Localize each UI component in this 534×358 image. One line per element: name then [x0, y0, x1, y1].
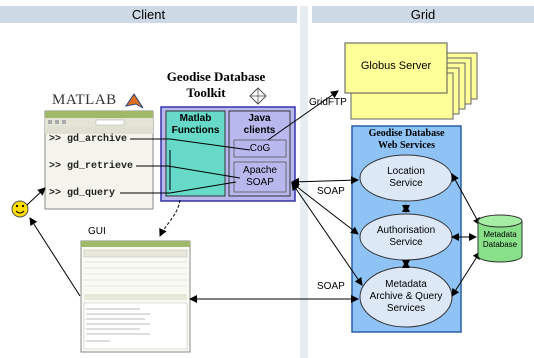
authorisation-service-line2: Service — [389, 237, 423, 248]
toolkit-title-line1: Geodise Database — [166, 69, 266, 84]
prompt: >> — [49, 134, 62, 145]
authorisation-service-label: Authorisation Service — [360, 225, 452, 249]
metadata-database-line2: Database — [482, 240, 518, 249]
metadata-service-line1: Metadata — [385, 279, 427, 290]
authorisation-service-line1: Authorisation — [376, 225, 436, 236]
command-gd-archive: >> gd_archive — [49, 134, 127, 145]
command-text: gd_archive — [67, 134, 128, 145]
apache-soap-line2: SOAP — [246, 177, 274, 188]
java-clients-label: Java clients — [229, 113, 290, 137]
matlab-functions-line1: Matlab — [179, 113, 212, 124]
matlab-functions-box — [165, 110, 226, 197]
java-clients-line2: clients — [243, 125, 276, 136]
toolkit-diamond-icon — [249, 87, 267, 105]
metadata-service-label: Metadata Archive & Query Services — [360, 279, 452, 315]
client-header-label: Client — [131, 7, 166, 22]
apache-soap-label: Apache SOAP — [234, 165, 286, 189]
metadata-service-line3: Services — [386, 303, 426, 314]
location-service-line2: Service — [389, 178, 423, 189]
location-service-label: Location Service — [360, 166, 452, 190]
metadata-database-line1: Metadata — [483, 230, 517, 239]
soap-label-gui: SOAP — [317, 281, 345, 292]
apache-soap-line1: Apache — [243, 165, 277, 176]
soap-label-toolkit: SOAP — [317, 186, 345, 197]
gui-window — [80, 240, 191, 353]
toolkit-title: Geodise Database Toolkit — [156, 69, 276, 101]
grid-header: Grid — [312, 6, 534, 23]
command-gd-query: >> gd_query — [49, 188, 115, 199]
command-gd-retrieve: >> gd_retrieve — [49, 161, 133, 172]
gui-label: GUI — [88, 226, 106, 237]
metadata-database-label: Metadata Database — [478, 230, 522, 250]
prompt: >> — [49, 188, 62, 199]
metadata-database-cylinder — [477, 214, 523, 263]
metadata-service-line2: Archive & Query — [369, 291, 443, 302]
grid-header-label: Grid — [410, 7, 436, 22]
user-smiley-icon — [11, 200, 29, 218]
command-text: gd_query — [67, 188, 116, 199]
globus-server-stack — [344, 42, 478, 120]
cog-label: CoG — [249, 143, 271, 154]
matlab-logo-icon — [124, 93, 144, 109]
globus-server-label: Globus Server — [360, 60, 432, 72]
cog-box — [233, 139, 287, 158]
web-services-title: Geodise Database Web Services — [352, 128, 461, 152]
web-services-title-line2: Web Services — [378, 140, 435, 151]
toolkit-title-line2: Toolkit — [186, 85, 226, 100]
command-text: gd_retrieve — [67, 161, 134, 172]
matlab-functions-line2: Functions — [171, 125, 220, 136]
gridftp-label: GridFTP — [309, 97, 347, 108]
web-services-title-line1: Geodise Database — [368, 128, 445, 139]
prompt: >> — [49, 161, 62, 172]
matlab-functions-label: Matlab Functions — [166, 113, 225, 137]
java-clients-line1: Java — [248, 113, 271, 124]
matlab-logo: MATLAB — [52, 92, 117, 108]
apache-soap-box — [233, 161, 287, 193]
client-header: Client — [0, 6, 297, 23]
location-service-line1: Location — [387, 166, 425, 177]
